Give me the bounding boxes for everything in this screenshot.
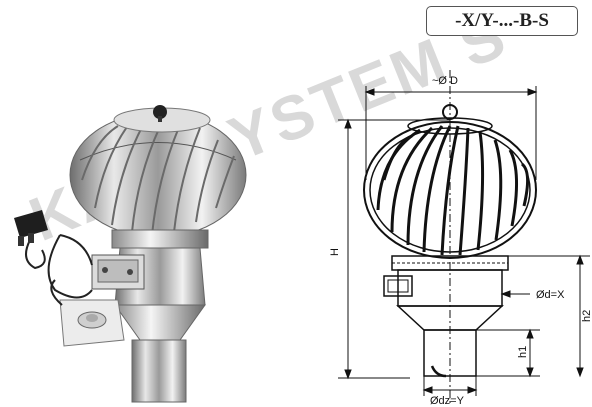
technical-drawing: ~Ø D H Ød=X Ødz=Y h1 h2 [329, 70, 592, 407]
h2-label: h2 [581, 310, 592, 322]
power-adapter [14, 210, 48, 246]
height-h-label: H [329, 248, 341, 256]
motor-bracket [91, 254, 145, 290]
base-diameter-label: Ødz=Y [430, 395, 465, 407]
product-photo [14, 105, 247, 403]
model-code-badge: -X/Y-...-B-S [426, 6, 578, 36]
inner-diameter-label: Ød=X [536, 289, 565, 301]
diameter-d-label: ~Ø D [432, 75, 458, 87]
h1-label: h1 [517, 346, 529, 358]
speed-controller [59, 299, 125, 347]
turbine-ball [69, 105, 247, 238]
